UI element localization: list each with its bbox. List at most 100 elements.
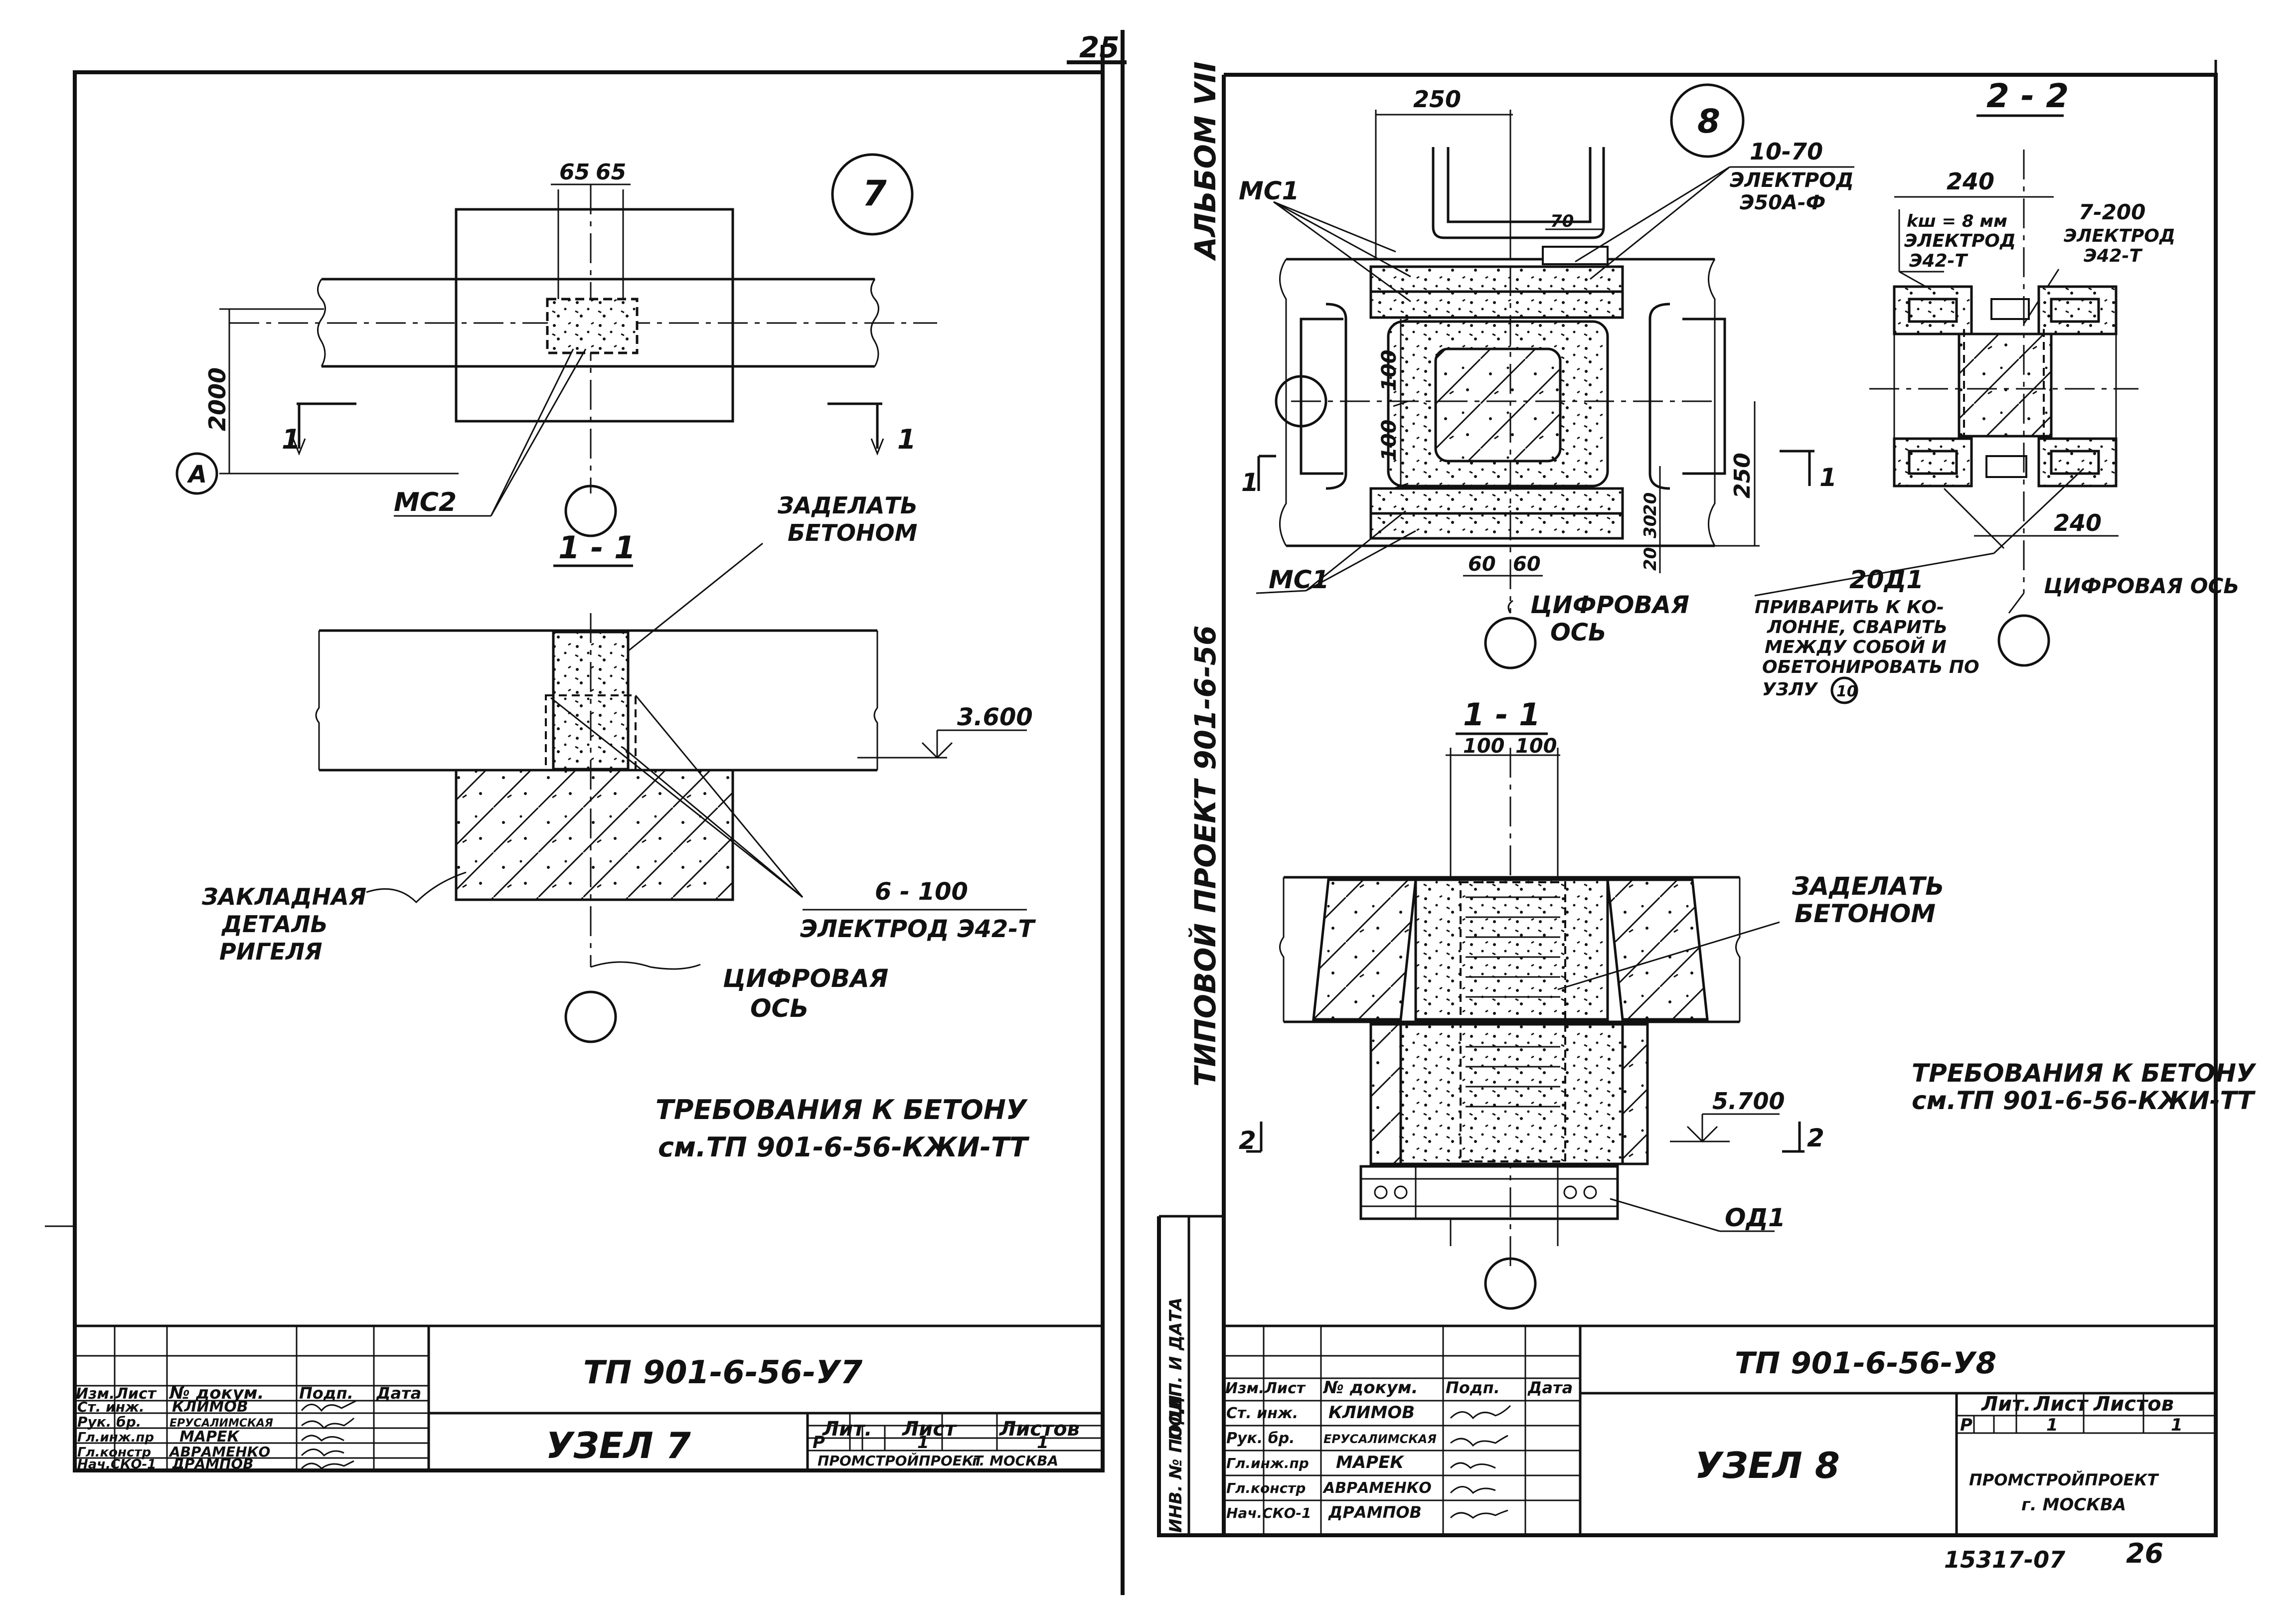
tb-name-4-r: ДРАМПОВ [1328, 1503, 1422, 1522]
concrete-req-r-2: см.ТП 901-6-56-КЖИ-ТТ [1912, 1086, 2256, 1115]
tb-h-doc-r: № докум. [1322, 1378, 1418, 1398]
tb-role-4-r: Нач.СКО-1 [1226, 1505, 1312, 1521]
electrode-e42t: ЭЛЕКТРОД Э42-Т [800, 915, 1036, 943]
weld-10-70: 10-70 [1750, 138, 1823, 165]
label-ms2: МС2 [394, 487, 457, 517]
digital-axis-circle-11 [1484, 1257, 1537, 1310]
digital-axis-circle-22 [1997, 614, 2050, 667]
kw-electrode: ЭЛЕКТРОД [1904, 231, 2016, 251]
elevation-3600: 3.600 [957, 703, 1033, 731]
page-number-right: 26 [2126, 1538, 2163, 1569]
dim-250-side: 250 [1730, 453, 1755, 498]
tb-org-l: ПРОМСТРОЙПРОЕКТ [818, 1452, 984, 1469]
tb-lit-r: Лит. [1981, 1393, 2031, 1416]
tb-role-3-l: Гл.констр [77, 1445, 151, 1460]
tb-city-l: г. МОСКВА [972, 1453, 1058, 1469]
tb-h-list-r: Лист [1264, 1380, 1306, 1397]
axis-a-label: A [186, 461, 207, 488]
tb-role-0-r: Ст. инж. [1226, 1405, 1298, 1422]
dim-250-top: 250 [1413, 86, 1461, 113]
fill-concrete-r-2: БЕТОНОМ [1795, 899, 1936, 928]
tb-sheets-l: Листов [999, 1418, 1080, 1441]
ms1-top-label: МС1 [1239, 176, 1299, 205]
dim-60-a: 60 [1468, 553, 1496, 576]
part-od1: ОД1 [1725, 1203, 1786, 1232]
digital-axis-label-2: ОСЬ [750, 994, 809, 1023]
tb-sheet-r: Лист [2033, 1393, 2089, 1416]
dim-s1-100: 100 [1463, 735, 1505, 758]
tb-h-date-r: Дата [1527, 1378, 1573, 1397]
drawing-title-left: УЗЕЛ 7 [546, 1425, 691, 1466]
tb-name-2-r: МАРЕК [1336, 1453, 1405, 1472]
concrete-req-1: ТРЕБОВАНИЯ К БЕТОНУ [656, 1094, 1028, 1126]
weld-a-electrode: ЭЛЕКТРОД [1730, 169, 1854, 192]
left-sheet: 25 7 65 65 2000 A [45, 30, 1127, 1595]
section-mark-1-left: 1 [282, 424, 301, 455]
dim-2000: 2000 [204, 367, 231, 431]
tb-role-2-l: Гл.инж.пр [77, 1430, 154, 1445]
tb-name-3-r: АВРАМЕНКО [1322, 1479, 1432, 1497]
dim-60-b: 60 [1513, 553, 1541, 576]
dim-100-a: 100 [1378, 350, 1401, 392]
dim-20-a: 20 [1640, 492, 1660, 516]
section-mark-1-right: 1 [897, 424, 916, 455]
tb-role-3-r: Гл.констр [1226, 1480, 1306, 1496]
digital-axis-circle-8 [1484, 617, 1537, 669]
drawing-title-right: УЗЕЛ 8 [1695, 1445, 1840, 1486]
tb-role-1-r: Рук. бр. [1226, 1430, 1295, 1447]
tb-role-0-l: Ст. инж. [77, 1399, 145, 1415]
weld-6-100: 6 - 100 [875, 878, 968, 906]
section-1-1-right: 1 - 1 100 100 [1239, 696, 2257, 1310]
dim-65-left: 65 [559, 160, 590, 185]
fill-concrete-label-1: ЗАДЕЛАТЬ [777, 492, 918, 519]
tb-name-0-l: КЛИМОВ [172, 1398, 248, 1416]
album-label: АЛЬБОМ VII [1188, 61, 1222, 261]
tb-name-4-l: ДРАМПОВ [171, 1456, 254, 1472]
tb-h-sign-l: Подп. [299, 1384, 353, 1403]
tb-city-r: г. МОСКВА [2021, 1495, 2126, 1515]
section-1-1-right-title: 1 - 1 [1463, 696, 1540, 733]
tb-role-4-l: Нач.СКО-1 [77, 1457, 156, 1472]
digital-axis-r-1: ЦИФРОВАЯ [1530, 591, 1689, 619]
node-8-label: 8 [1697, 102, 1720, 141]
dim-s2-100: 100 [1515, 735, 1557, 758]
tb-sheet-value-r: 1 [2046, 1415, 2058, 1435]
tb-lit-l: Лит. [822, 1418, 872, 1441]
plan-view-node-7: 7 65 65 2000 A 1 [175, 153, 937, 537]
page-number-left: 25 [1079, 30, 1120, 64]
tb-h-list-l: Лист [115, 1385, 157, 1403]
tb-role-1-l: Рук. бр. [77, 1414, 141, 1430]
dim-20-b: 20 [1640, 547, 1660, 571]
node-7-label: 7 [862, 173, 887, 214]
node-ref-10-circle [1830, 676, 1858, 704]
embedded-label-3: РИГЕЛЯ [219, 938, 323, 965]
tb-h-date-l: Дата [376, 1384, 421, 1403]
tb-h-sign-r: Подп. [1446, 1378, 1500, 1397]
tb-name-3-l: АВРАМЕНКО [168, 1444, 270, 1460]
node-8-circle [1670, 83, 1745, 158]
digital-axis-circle-plan [564, 485, 617, 537]
tb-sheets-r: Листов [2093, 1393, 2174, 1416]
drawing-code-left: ТП 901-6-56-У7 [583, 1354, 863, 1391]
section-mark-2-left: 2 [1239, 1126, 1256, 1155]
digital-axis-label-1: ЦИФРОВАЯ [723, 964, 888, 993]
axis-a-circle [175, 452, 218, 495]
tb-h-izm-r: Изм. [1225, 1380, 1264, 1397]
node-7-circle [831, 153, 914, 236]
tb-sheet-value-l: 1 [917, 1433, 929, 1453]
tb-h-doc-l: № докум. [168, 1383, 264, 1403]
weld-kw-8mm: kш = 8 мм [1907, 211, 2007, 231]
note-line-4: ОБЕТОНИРОВАТЬ ПО [1762, 657, 1979, 677]
section-2-2-title: 2 - 2 [1986, 77, 2069, 115]
dim-240-top: 240 [1947, 168, 1994, 195]
embedded-label-2: ДЕТАЛЬ [221, 911, 328, 938]
digital-axis-right: ЦИФРОВАЯ ОСЬ [2044, 574, 2239, 598]
tb-sheet-l: Лист [902, 1418, 958, 1441]
kw-e42t: Э42-Т [1909, 251, 1968, 271]
elevation-5700: 5.700 [1712, 1088, 1785, 1115]
project-label: ТИПОВОЙ ПРОЕКТ 901-6-56 [1188, 625, 1222, 1087]
concrete-req-2: см.ТП 901-6-56-КЖИ-ТТ [658, 1132, 1030, 1163]
weld-7-200: 7-200 [2079, 200, 2145, 224]
tb-h-izm-l: Изм. [76, 1385, 115, 1403]
